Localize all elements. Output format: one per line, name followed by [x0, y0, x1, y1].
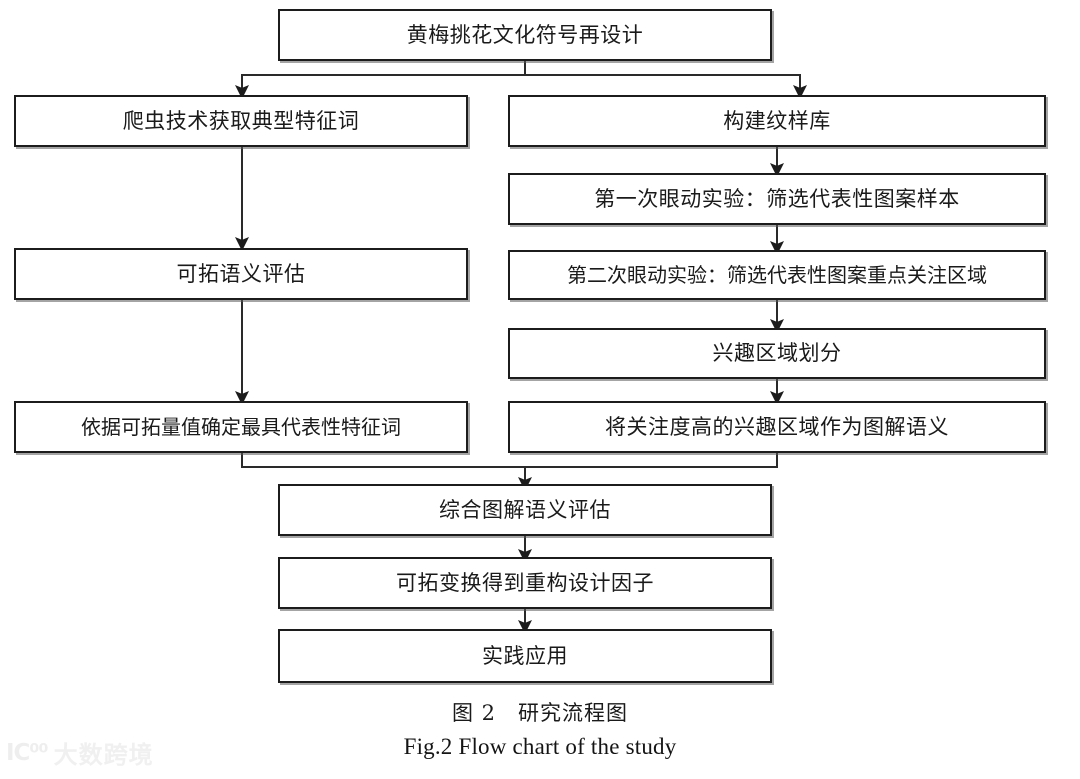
node-aoi-division-label: 兴趣区域划分: [712, 341, 842, 365]
node-extension-transform-factors[interactable]: 可拓变换得到重构设计因子: [278, 557, 772, 609]
edge-root-to-right: [525, 74, 807, 99]
node-second-eye-tracking-label: 第二次眼动实验：筛选代表性图案重点关注区域: [567, 263, 987, 287]
figure-caption-english: Fig.2 Flow chart of the study: [403, 734, 677, 759]
figure-caption-chinese: 图 2 研究流程图: [451, 701, 629, 725]
node-root[interactable]: 黄梅挑花文化符号再设计: [278, 9, 772, 61]
node-build-pattern-library[interactable]: 构建纹样库: [508, 95, 1046, 147]
node-aoi-division[interactable]: 兴趣区域划分: [508, 328, 1046, 379]
node-high-attention-aoi-semantics-label: 将关注度高的兴趣区域作为图解语义: [605, 414, 949, 439]
node-comprehensive-semantic-eval[interactable]: 综合图解语义评估: [278, 484, 772, 536]
node-extension-semantic-eval[interactable]: 可拓语义评估: [14, 248, 468, 300]
edge-l3-merge: [241, 452, 525, 468]
node-comprehensive-semantic-eval-label: 综合图解语义评估: [439, 497, 611, 522]
node-crawler-keywords-label: 爬虫技术获取典型特征词: [122, 108, 360, 133]
node-second-eye-tracking[interactable]: 第二次眼动实验：筛选代表性图案重点关注区域: [508, 250, 1046, 300]
node-extension-semantic-eval-label: 可拓语义评估: [176, 261, 306, 286]
watermark: IC⁰⁰ 大数跨境: [6, 735, 154, 770]
watermark-text: 大数跨境: [53, 741, 154, 769]
figure-caption: 图 2 研究流程图 Fig.2 Flow chart of the study: [0, 697, 1080, 760]
node-practical-application-label: 实践应用: [482, 643, 568, 668]
node-crawler-keywords[interactable]: 爬虫技术获取典型特征词: [14, 95, 468, 147]
edge-root-to-left: [235, 74, 525, 99]
node-first-eye-tracking[interactable]: 第一次眼动实验：筛选代表性图案样本: [508, 173, 1046, 225]
node-root-label: 黄梅挑花文化符号再设计: [406, 22, 644, 47]
node-practical-application[interactable]: 实践应用: [278, 629, 772, 683]
node-most-representative-keywords-label: 依据可拓量值确定最具代表性特征词: [81, 415, 401, 439]
watermark-logo-icon: IC⁰⁰: [6, 739, 49, 766]
node-build-pattern-library-label: 构建纹样库: [723, 108, 831, 133]
node-extension-transform-factors-label: 可拓变换得到重构设计因子: [396, 570, 654, 595]
node-first-eye-tracking-label: 第一次眼动实验：筛选代表性图案样本: [594, 186, 960, 211]
edge-r5-merge: [525, 452, 778, 468]
node-high-attention-aoi-semantics[interactable]: 将关注度高的兴趣区域作为图解语义: [508, 401, 1046, 453]
node-most-representative-keywords[interactable]: 依据可拓量值确定最具代表性特征词: [14, 401, 468, 453]
